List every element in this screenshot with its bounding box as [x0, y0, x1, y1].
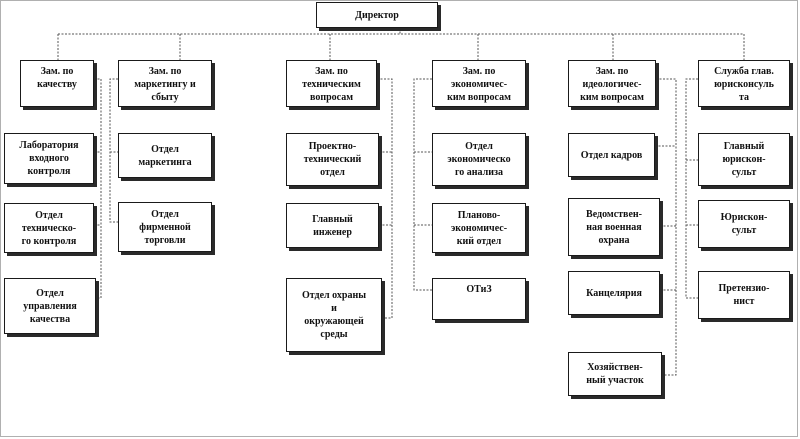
unit-design-technical: Проектно- технический отдел — [286, 133, 379, 186]
trunk-marketing — [109, 78, 118, 223]
deputy-technical-box: Зам. по техническим вопросам — [286, 60, 377, 107]
deputy-economic-box: Зам. по экономичес- ким вопросам — [432, 60, 526, 107]
unit-technical-control: Отдел техническо- го контроля — [4, 203, 94, 253]
deputy-ideological-box: Зам. по идеологичес- ким вопросам — [568, 60, 656, 107]
unit-economic-analysis: Отдел экономическо го анализа — [432, 133, 526, 186]
unit-lab-incoming-control: Лаборатория входного контроля — [4, 133, 94, 184]
deputy-quality-box: Зам. по качеству — [20, 60, 94, 107]
unit-legal-counsel: Юрискон- сульт — [698, 200, 790, 248]
trunk-quality — [94, 78, 102, 299]
unit-planning-economic: Планово- экономичес- кий отдел — [432, 203, 526, 253]
unit-claims-specialist: Претензио- нист — [698, 271, 790, 319]
unit-chief-legal-counsel: Главный юрискон- сульт — [698, 133, 790, 186]
unit-chief-engineer: Главный инженер — [286, 203, 379, 248]
unit-hr: Отдел кадров — [568, 133, 655, 177]
trunk-legal — [685, 78, 698, 299]
unit-maintenance: Хозяйствен- ный участок — [568, 352, 662, 396]
legal-service-box: Служба глав. юрисконсуль та — [698, 60, 790, 107]
trunk-economic — [413, 78, 432, 291]
unit-company-trade: Отдел фирменной торговли — [118, 202, 212, 252]
unit-departmental-guard: Ведомствен- ная военная охрана — [568, 198, 660, 256]
trunk-technical — [377, 78, 393, 319]
unit-quality-management: Отдел управления качества — [4, 278, 96, 334]
unit-environment-protection: Отдел охраны и окружающей среды — [286, 278, 382, 352]
deputy-marketing-box: Зам. по маркетингу и сбыту — [118, 60, 212, 107]
director-box: Директор — [316, 2, 438, 28]
unit-labor-wages: ОТиЗ — [432, 278, 526, 320]
unit-marketing-dept: Отдел маркетинга — [118, 133, 212, 178]
unit-chancellery: Канцелярия — [568, 271, 660, 315]
trunk-ideological — [656, 78, 677, 376]
